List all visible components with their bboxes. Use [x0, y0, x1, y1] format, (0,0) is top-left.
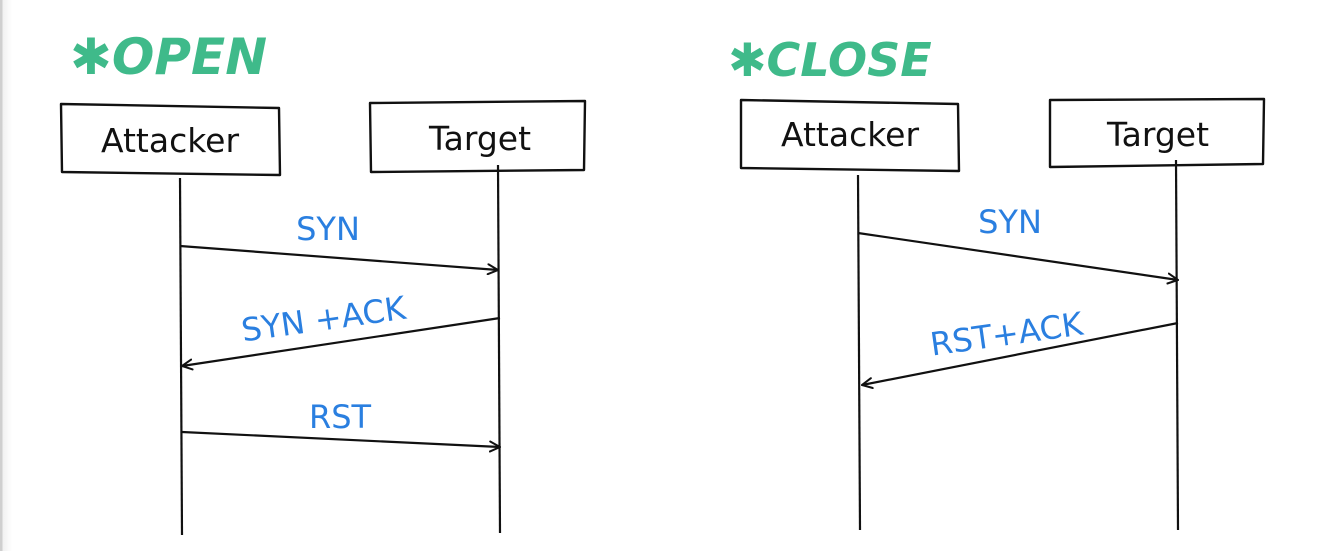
participant-box-attacker — [59, 102, 282, 177]
diagram-open: ✱OPEN Attacker Target SYN SYN +ACK RST — [59, 28, 587, 536]
message-arrow — [862, 321, 1179, 385]
message-label: SYN — [296, 210, 360, 248]
participant-label-attacker: Attacker — [101, 121, 239, 160]
page-edge — [0, 0, 12, 551]
diagram-title-close: ✱CLOSE — [728, 33, 932, 87]
lifeline-attacker — [178, 177, 184, 536]
message-arrow — [179, 244, 498, 270]
message-arrow — [857, 231, 1178, 280]
participant-attacker-close: Attacker — [739, 98, 961, 173]
message-label: RST — [309, 398, 372, 436]
participant-label-target: Target — [428, 119, 531, 158]
participant-box-attacker — [739, 98, 961, 173]
message-label: SYN — [978, 203, 1042, 241]
message-syn-ack: SYN +ACK — [182, 289, 501, 366]
participant-label-target: Target — [1106, 115, 1209, 154]
lifeline-target — [496, 164, 502, 534]
message-syn: SYN — [179, 210, 498, 270]
message-syn: SYN — [857, 203, 1178, 280]
lifeline-attacker — [856, 174, 862, 531]
message-rst: RST — [181, 398, 500, 447]
participant-attacker-open: Attacker — [59, 102, 282, 177]
participant-target-close: Target — [1048, 97, 1266, 169]
message-arrow — [181, 430, 500, 447]
participant-box-target — [368, 99, 587, 174]
participant-target-open: Target — [368, 99, 587, 174]
lifeline-target — [1174, 159, 1180, 531]
diagram-title-open: ✱OPEN — [70, 28, 267, 86]
message-rst-ack: RST+ACK — [862, 304, 1179, 385]
message-label: SYN +ACK — [239, 289, 409, 350]
message-label: RST+ACK — [928, 304, 1086, 363]
diagram-close: ✱CLOSE Attacker Target SYN RST+ACK — [728, 33, 1266, 531]
participant-label-attacker: Attacker — [781, 115, 919, 154]
participant-box-target — [1048, 97, 1266, 169]
message-arrow — [182, 316, 501, 366]
